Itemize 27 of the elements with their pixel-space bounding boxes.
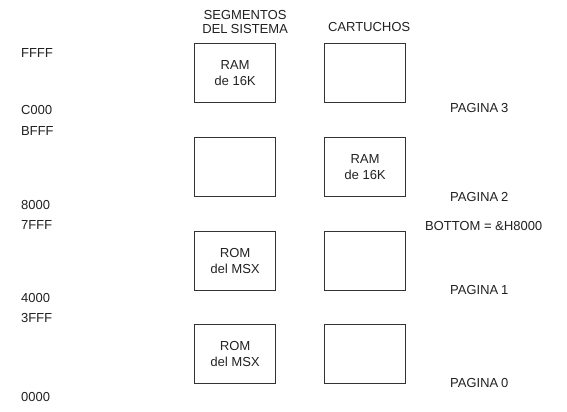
empty-memory-block: [194, 137, 276, 197]
empty-memory-block: [324, 43, 406, 103]
block-label: ROM del MSX: [210, 338, 260, 370]
address-label: 3FFF: [21, 311, 52, 326]
memory-block: [194, 231, 276, 291]
address-label: 8000: [21, 198, 50, 212]
note: BOTTOM = &H8000: [425, 219, 542, 234]
address-label: 0000: [21, 390, 50, 404]
memory-block: [194, 324, 276, 384]
page-label: PAGINA 0: [450, 376, 508, 390]
address-label: C000: [21, 103, 52, 118]
block-label: ROM del MSX: [210, 245, 260, 277]
page-label: PAGINA 1: [450, 283, 508, 298]
block-label: RAM de 16K: [214, 57, 256, 89]
address-label: BFFF: [21, 124, 54, 138]
empty-memory-block: [324, 324, 406, 384]
address-label: 4000: [21, 291, 50, 306]
memory-block: [324, 137, 406, 197]
memory-block: [194, 43, 276, 103]
column-heading: CARTUCHOS: [328, 20, 410, 34]
empty-memory-block: [324, 231, 406, 291]
address-label: 7FFF: [21, 218, 52, 232]
page-label: PAGINA 3: [450, 101, 508, 116]
block-label: RAM de 16K: [344, 151, 386, 183]
page-label: PAGINA 2: [450, 190, 508, 204]
address-label: FFFF: [21, 46, 53, 60]
column-heading: SEGMENTOS DEL SISTEMA: [201, 8, 289, 37]
